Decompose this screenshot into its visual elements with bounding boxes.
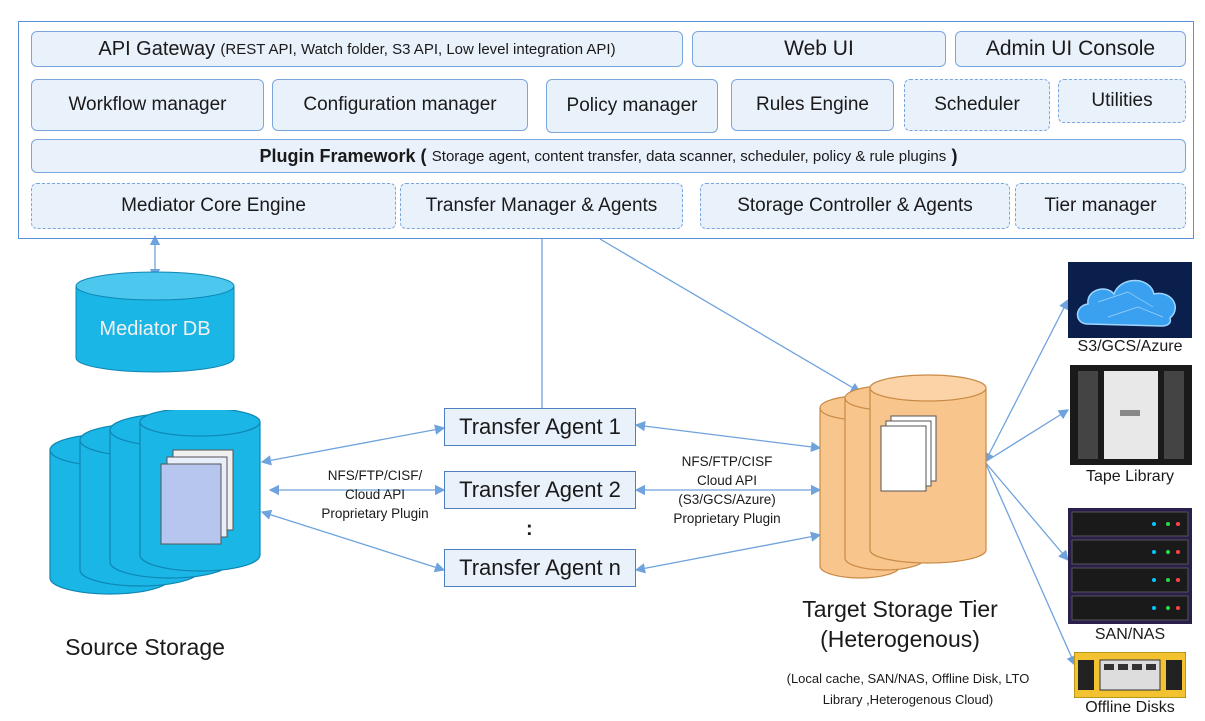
- mediator-db-icon: [75, 271, 235, 373]
- transfer-agent-n: Transfer Agent n: [444, 549, 636, 587]
- admin-ui-box: Admin UI Console: [955, 31, 1186, 67]
- policy-manager-label: Policy manager: [566, 95, 698, 116]
- target-storage-title-2: (Heterogenous): [820, 626, 980, 652]
- admin-ui-label: Admin UI Console: [985, 37, 1156, 60]
- target-storage-note-2: Library ,Heterogenous Cloud): [822, 692, 994, 707]
- target-protocol-3: (S3/GCS/Azure): [678, 492, 776, 507]
- target-storage-note-1: (Local cache, SAN/NAS, Offline Disk, LTO: [786, 671, 1030, 686]
- transfer-agent-1-label: Transfer Agent 1: [459, 414, 621, 439]
- mediator-core-label: Mediator Core Engine: [121, 195, 306, 216]
- source-protocols: NFS/FTP/CISF/ Cloud API Proprietary Plug…: [300, 466, 450, 523]
- target-tape-label: Tape Library: [1085, 468, 1175, 485]
- api-gateway-detail: (REST API, Watch folder, S3 API, Low lev…: [220, 40, 616, 58]
- plugin-framework-box: Plugin Framework ( Storage agent, conten…: [31, 139, 1186, 173]
- source-storage-label: Source Storage: [65, 634, 225, 660]
- target-protocols: NFS/FTP/CISF Cloud API (S3/GCS/Azure) Pr…: [642, 452, 812, 528]
- agents-ellipsis: :: [526, 518, 533, 540]
- source-protocol-2: Cloud API: [344, 487, 406, 502]
- mediator-db-label: Mediator DB: [99, 318, 211, 340]
- utilities-label: Utilities: [1091, 90, 1153, 111]
- configuration-manager-box: Configuration manager: [272, 79, 528, 131]
- mediator-core-box: Mediator Core Engine: [31, 183, 396, 229]
- tier-manager-label: Tier manager: [1044, 195, 1157, 216]
- transfer-manager-box: Transfer Manager & Agents: [400, 183, 683, 229]
- agent1-target-line: [634, 420, 822, 453]
- offline-disks-icon: [1074, 652, 1186, 698]
- source-protocol-1: NFS/FTP/CISF/: [327, 468, 423, 483]
- target-storage-icon: [819, 374, 987, 579]
- manager-target-line: [599, 238, 862, 393]
- san-nas-icon: [1068, 508, 1192, 624]
- target-san-label: SAN/NAS: [1094, 626, 1166, 643]
- storage-controller-label: Storage Controller & Agents: [737, 195, 973, 216]
- api-gateway-box: API Gateway (REST API, Watch folder, S3 …: [31, 31, 683, 67]
- utilities-box: Utilities: [1058, 79, 1186, 123]
- policy-manager-box: Policy manager: [546, 79, 718, 133]
- plugin-framework-close: ): [951, 145, 958, 166]
- target-cloud-line: [984, 298, 1069, 464]
- cloud-icon: [1068, 262, 1192, 338]
- target-offline-line: [984, 461, 1077, 667]
- rules-engine-label: Rules Engine: [755, 94, 870, 115]
- source-agentn-line: [260, 509, 446, 573]
- scheduler-label: Scheduler: [934, 94, 1020, 115]
- plugin-framework-detail: Storage agent, content transfer, data sc…: [431, 147, 947, 165]
- transfer-agent-2-label: Transfer Agent 2: [459, 477, 621, 502]
- target-storage-title-1: Target Storage Tier: [802, 596, 998, 622]
- source-protocol-3: Proprietary Plugin: [321, 506, 429, 521]
- api-gateway-title: API Gateway: [98, 37, 216, 60]
- storage-controller-box: Storage Controller & Agents: [700, 183, 1010, 229]
- target-protocol-2: Cloud API: [696, 473, 758, 488]
- tier-manager-box: Tier manager: [1015, 183, 1186, 229]
- source-storage-icon: [49, 410, 261, 595]
- transfer-agent-n-label: Transfer Agent n: [459, 555, 621, 580]
- target-offline-label: Offline Disks: [1085, 699, 1175, 716]
- transfer-agent-1: Transfer Agent 1: [444, 408, 636, 446]
- target-protocol-1: NFS/FTP/CISF: [681, 454, 773, 469]
- tape-library-icon: [1070, 365, 1192, 465]
- target-san-line: [984, 461, 1069, 561]
- transfer-manager-label: Transfer Manager & Agents: [425, 195, 658, 216]
- workflow-manager-box: Workflow manager: [31, 79, 264, 131]
- web-ui-label: Web UI: [784, 37, 854, 60]
- target-cloud-label: S3/GCS/Azure: [1077, 338, 1183, 355]
- rules-engine-box: Rules Engine: [731, 79, 894, 131]
- workflow-manager-label: Workflow manager: [68, 94, 227, 115]
- agentn-target-line: [634, 531, 822, 574]
- target-protocol-4: Proprietary Plugin: [673, 511, 781, 526]
- source-agent1-line: [260, 424, 446, 466]
- architecture-frame: [18, 21, 1194, 239]
- configuration-manager-label: Configuration manager: [303, 94, 497, 115]
- web-ui-box: Web UI: [692, 31, 946, 67]
- scheduler-box: Scheduler: [904, 79, 1050, 131]
- transfer-agent-2: Transfer Agent 2: [444, 471, 636, 509]
- plugin-framework-title: Plugin Framework (: [259, 145, 427, 166]
- target-tape-line: [984, 409, 1070, 463]
